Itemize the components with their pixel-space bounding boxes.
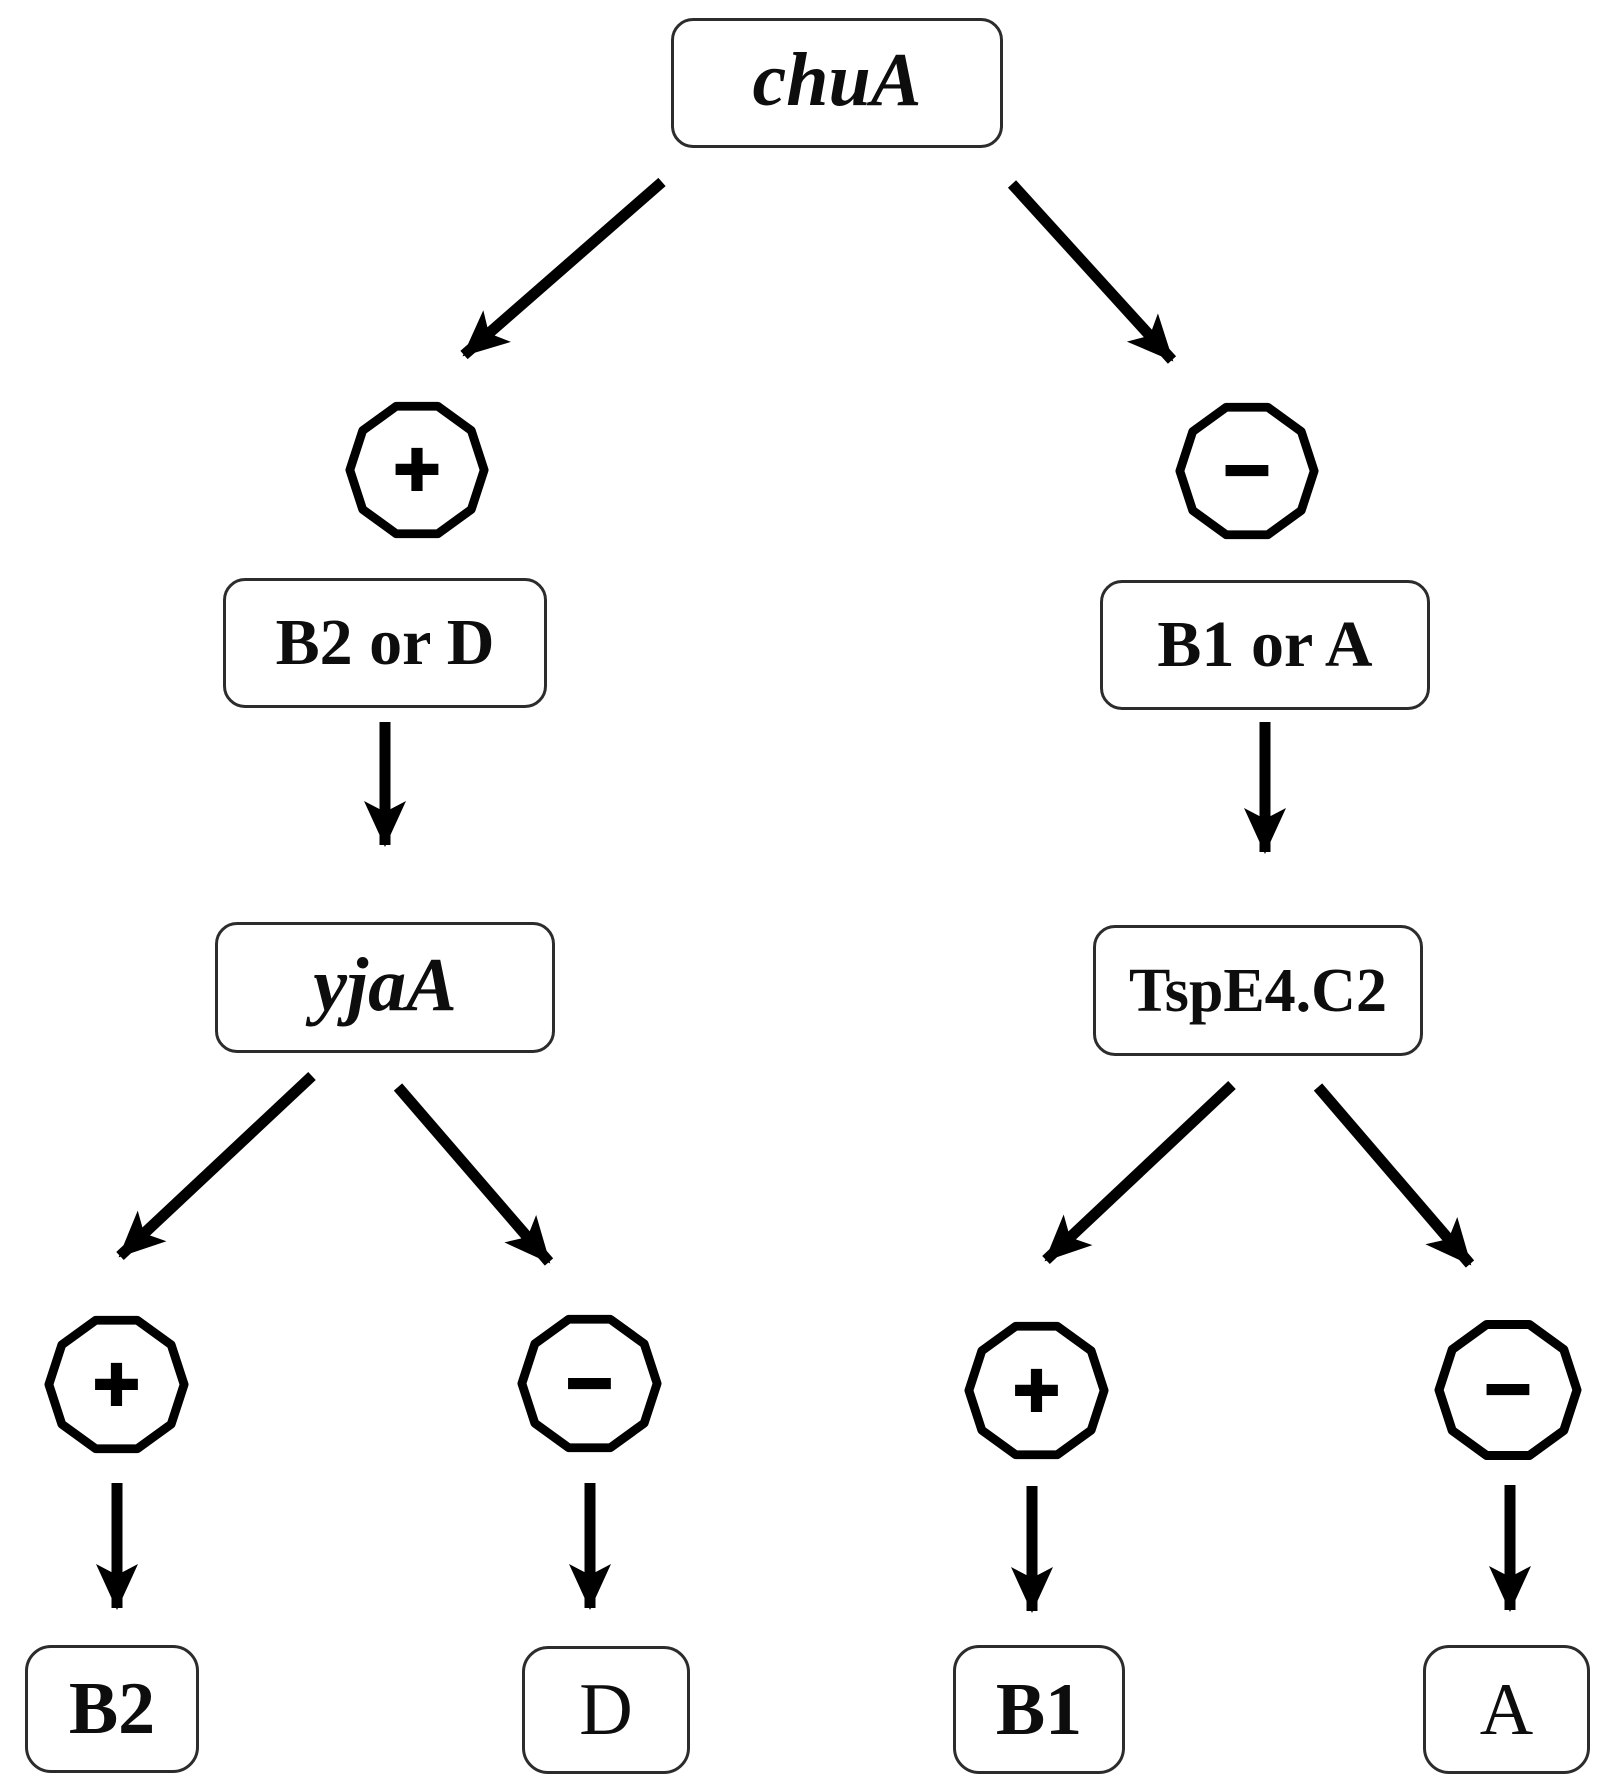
plus-sign-icon: +	[89, 1345, 145, 1419]
sign-circle-chua-positive: +	[344, 397, 490, 543]
node-chua: chuA	[671, 18, 1003, 148]
node-result-a: A	[1423, 1645, 1590, 1774]
arrow-chua-to-positive	[460, 177, 666, 360]
arrow-tspe4-to-negative	[1313, 1083, 1475, 1268]
arrow-tspe4-to-positive	[1042, 1080, 1236, 1265]
minus-sign-icon: −	[1480, 1351, 1536, 1424]
node-group-b2-or-d: B2 or D	[223, 578, 547, 708]
node-result-b1-label: B1	[995, 1668, 1083, 1751]
node-yjaa: yjaA	[215, 922, 555, 1053]
node-result-b2-label: B2	[68, 1668, 156, 1750]
sign-circle-yjaa-positive: +	[43, 1311, 190, 1458]
minus-sign-icon: −	[562, 1344, 618, 1418]
minus-sign-icon: −	[1219, 432, 1275, 505]
circle-outline-icon	[44, 1315, 189, 1454]
circle-outline-icon	[345, 401, 489, 539]
arrow-yjaa-to-positive	[116, 1071, 316, 1261]
sign-circle-chua-negative: −	[1174, 398, 1320, 544]
sign-circle-tspe4-positive: +	[963, 1317, 1110, 1464]
node-result-a-label: A	[1479, 1668, 1534, 1751]
circle-outline-icon	[964, 1321, 1109, 1460]
node-tspe4c2-label: TspE4.C2	[1129, 956, 1387, 1025]
sign-circle-yjaa-negative: −	[516, 1310, 663, 1457]
node-result-d: D	[522, 1646, 690, 1774]
plus-sign-icon: +	[1009, 1351, 1065, 1425]
node-chua-label: chuA	[752, 38, 922, 122]
node-yjaa-label: yjaA	[313, 942, 457, 1027]
node-tspe4c2: TspE4.C2	[1093, 925, 1423, 1056]
circle-outline-icon	[1175, 402, 1319, 540]
node-result-b2: B2	[25, 1645, 199, 1773]
circle-outline-icon	[1434, 1319, 1582, 1461]
plus-sign-icon: +	[389, 431, 445, 504]
arrow-chua-to-negative	[1007, 180, 1177, 364]
node-group-b1-or-a: B1 or A	[1100, 580, 1430, 710]
node-group-b2-or-d-label: B2 or D	[275, 606, 495, 679]
arrow-yjaa-to-negative	[393, 1083, 554, 1266]
sign-circle-tspe4-negative: −	[1433, 1315, 1583, 1465]
node-result-b1: B1	[953, 1645, 1125, 1774]
circle-outline-icon	[517, 1314, 662, 1453]
node-group-b1-or-a-label: B1 or A	[1157, 608, 1373, 681]
node-result-d-label: D	[579, 1669, 633, 1751]
